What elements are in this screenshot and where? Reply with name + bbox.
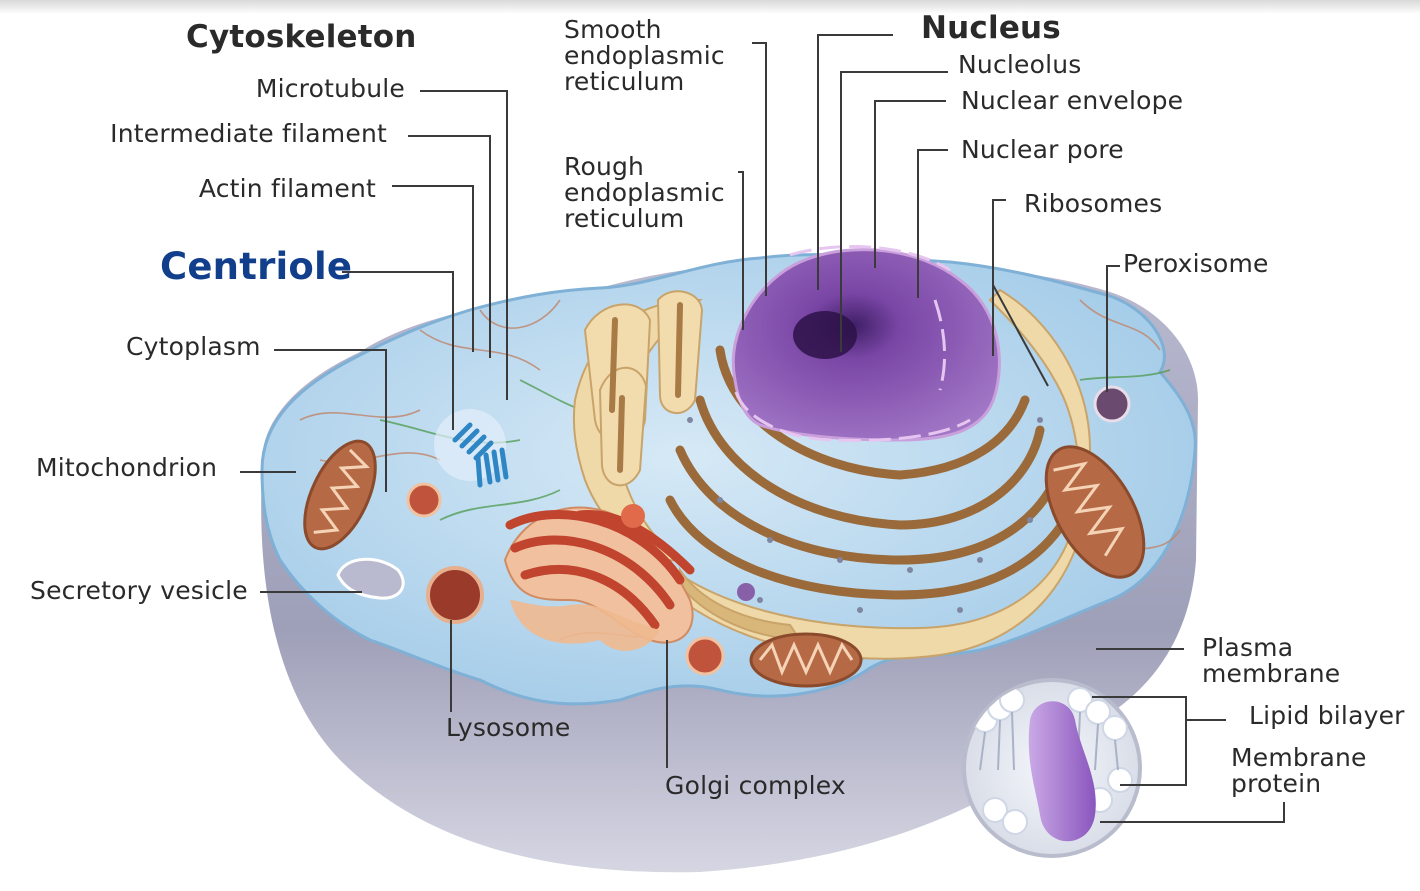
top-shadow [0, 0, 1420, 14]
mitochondria [303, 439, 1146, 688]
membrane-protein-label: Membrane protein [1231, 743, 1367, 798]
microtubule-label: Microtubule [255, 74, 405, 103]
centriole-leader [342, 271, 454, 430]
microtubule-leader [420, 90, 508, 400]
cytoplasm-label: Cytoplasm [126, 332, 261, 361]
lysosomes [406, 385, 1131, 676]
golgi-complex-label: Golgi complex [665, 771, 846, 800]
ribosomes-label: Ribosomes [1024, 189, 1163, 218]
nuclear-envelope-label: Nuclear envelope [961, 86, 1184, 115]
ribosomes-leader-2 [992, 284, 1049, 387]
intermediate-filament-label: Intermediate filament [110, 119, 387, 148]
smooth-er-label: Smooth endoplasmic reticulum [564, 15, 725, 96]
lipid-bilayer-leader [1092, 696, 1187, 786]
nuclear-envelope-leader [874, 100, 946, 268]
rough-er-label: Rough endoplasmic reticulum [564, 152, 725, 233]
leader-lines [240, 34, 1285, 823]
ribosomes-leader [992, 199, 1006, 356]
nucleus-leader [817, 34, 893, 290]
intermediate-filament-leader [408, 135, 491, 358]
cytoplasm-leader [274, 349, 387, 492]
actin-filament-label: Actin filament [198, 174, 376, 203]
membrane-protein-leader [1100, 802, 1285, 823]
nucleolus-leader [840, 71, 948, 352]
nuclear-pore-label: Nuclear pore [961, 135, 1124, 164]
nuclear-pore-leader [917, 149, 948, 298]
smooth-er-leader [752, 42, 767, 296]
secretory-vesicle-label: Secretory vesicle [30, 576, 248, 605]
lipid-bilayer-label: Lipid bilayer [1249, 701, 1405, 730]
peroxisome-leader [1106, 265, 1120, 392]
golgi-complex [503, 506, 695, 651]
mitochondrion-label: Mitochondrion [36, 453, 218, 482]
actin-filament-leader [392, 185, 474, 352]
nucleus-label: Nucleus [921, 10, 1061, 46]
rough-er-leader [738, 171, 744, 330]
plasma-membrane-label: Plasma membrane [1202, 633, 1341, 688]
lipid-bilayer-inset [962, 678, 1142, 858]
nucleolus-label: Nucleolus [958, 50, 1082, 79]
nucleus-body [731, 245, 1001, 442]
smooth-er-channels [609, 302, 683, 473]
peroxisome-label: Peroxisome [1123, 249, 1269, 278]
centriole-label: Centriole [160, 245, 353, 288]
lysosome-label: Lysosome [446, 713, 571, 742]
cytoskeleton-label: Cytoskeleton [186, 19, 417, 55]
